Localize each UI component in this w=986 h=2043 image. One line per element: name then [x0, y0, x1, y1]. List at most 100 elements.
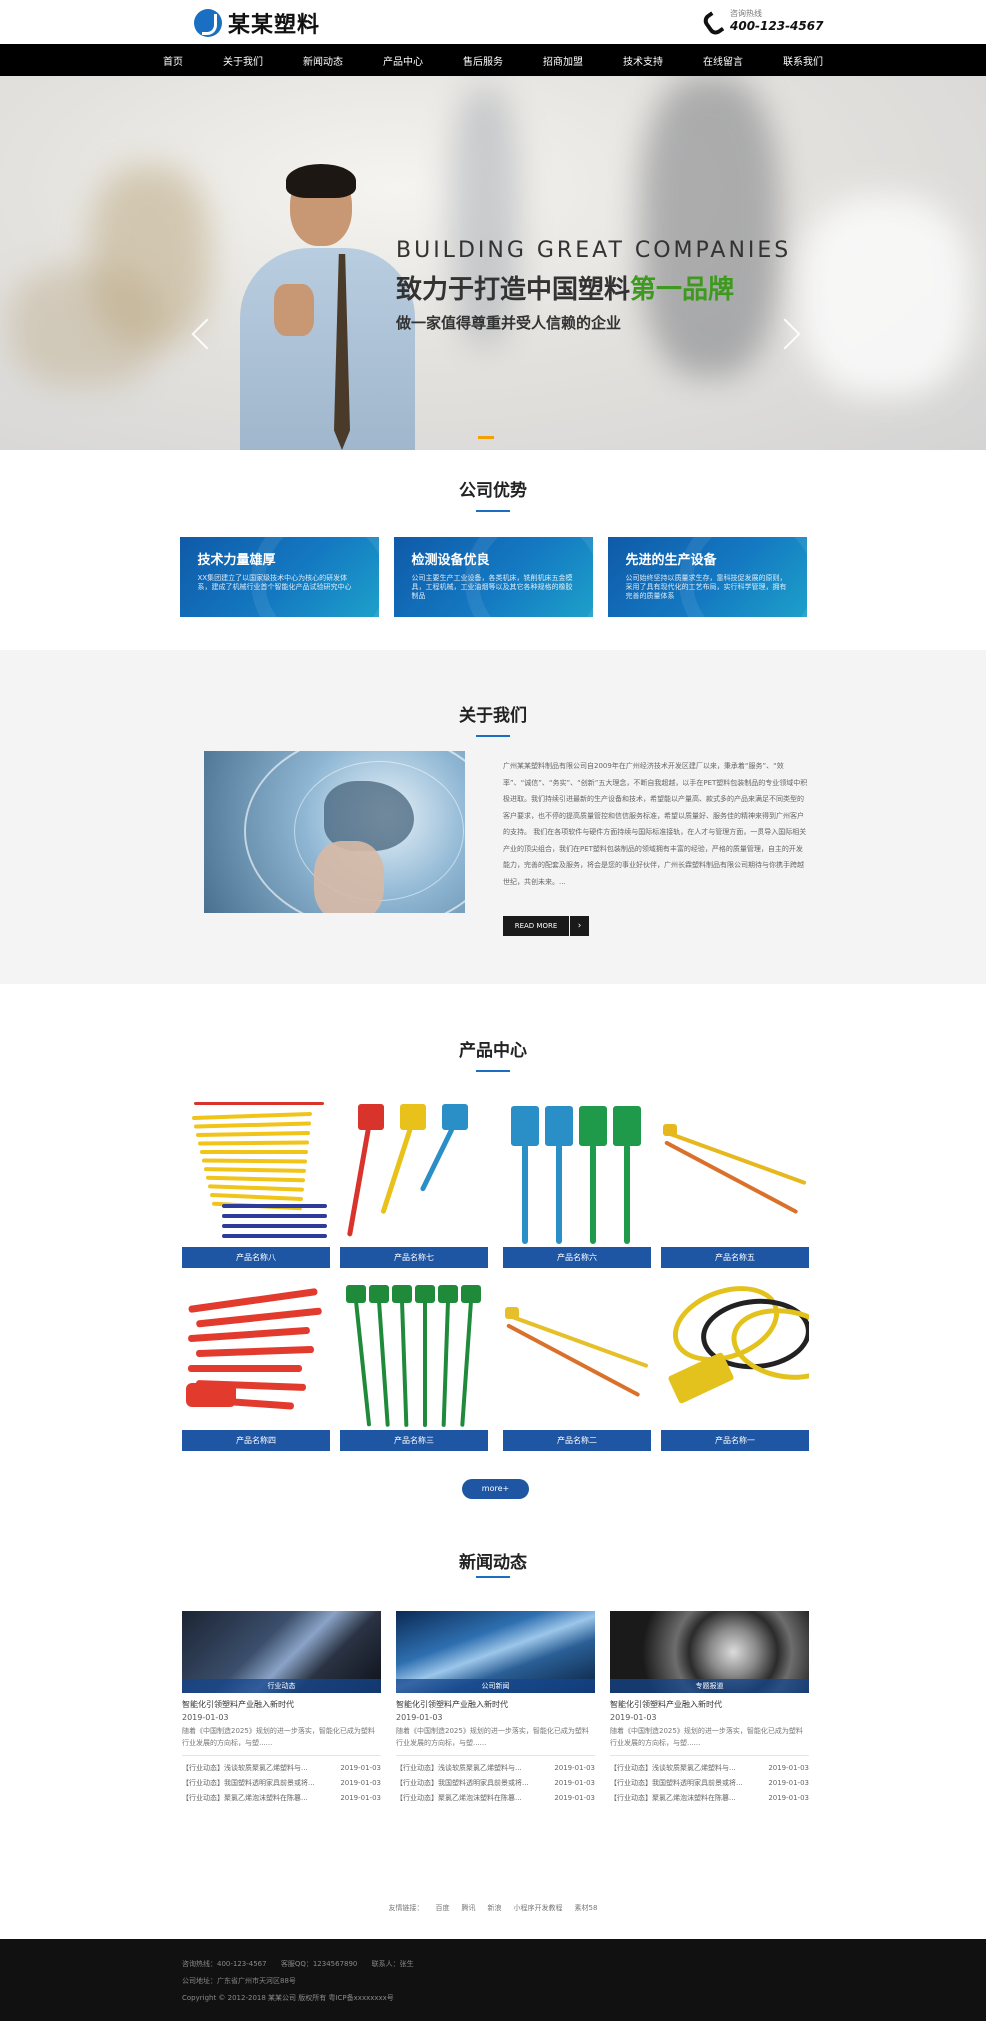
news-list-item[interactable]: 【行业动态】聚氯乙烯泡沫塑料在陈篡...2019-01-03	[610, 1794, 809, 1802]
slider-indicator[interactable]	[478, 436, 494, 439]
footer-hotline: 咨询热线：400-123-4567	[182, 1960, 267, 1968]
banner-english-title: BUILDING GREAT COMPANIES	[396, 238, 792, 263]
friend-link[interactable]: 小程序开发教程	[513, 1904, 563, 1912]
news-column: 专题报道 智能化引领塑料产业融入新时代 2019-01-03 随着《中国制造20…	[610, 1611, 809, 1806]
title-underline	[476, 735, 510, 737]
news-list-item[interactable]: 【行业动态】聚氯乙烯泡沫塑料在陈篡...2019-01-03	[182, 1794, 381, 1802]
news-list-item[interactable]: 【行业动态】浅谈软质聚氯乙烯塑料与...2019-01-03	[610, 1764, 809, 1772]
hotline-label: 咨询热线	[730, 9, 762, 18]
news-title: 新闻动态	[459, 1553, 527, 1573]
news-column: 公司新闻 智能化引领塑料产业融入新时代 2019-01-03 随着《中国制造20…	[396, 1611, 595, 1806]
product-image	[182, 1283, 330, 1430]
news-date: 2019-01-03	[182, 1713, 229, 1722]
logo-text: 某某塑料	[228, 13, 321, 38]
news-image[interactable]: 专题报道	[610, 1611, 809, 1693]
news-summary: 随着《中国制造2025》规划的进一步落实，智能化已成为塑料行业发展的方向标，与塑…	[182, 1727, 375, 1747]
read-more-button[interactable]: READ MORE ›	[503, 916, 589, 936]
product-name[interactable]: 产品名称六	[503, 1247, 651, 1268]
product-card[interactable]: 产品名称五	[661, 1100, 809, 1268]
nav-item-home[interactable]: 首页	[163, 56, 183, 68]
product-name[interactable]: 产品名称四	[182, 1430, 330, 1451]
news-image[interactable]: 行业动态	[182, 1611, 381, 1693]
hotline-number: 400-123-4567	[730, 19, 824, 33]
news-list-item[interactable]: 【行业动态】聚氯乙烯泡沫塑料在陈篡...2019-01-03	[396, 1794, 595, 1802]
news-image[interactable]: 公司新闻	[396, 1611, 595, 1693]
title-underline	[476, 1576, 510, 1578]
news-headline[interactable]: 智能化引领塑料产业融入新时代	[396, 1700, 508, 1709]
news-list-item[interactable]: 【行业动态】浅谈软质聚氯乙烯塑料与...2019-01-03	[396, 1764, 595, 1772]
friend-links: 友情链接： 百度 腾讯 新浪 小程序开发教程 素材58	[0, 1877, 986, 1939]
news-date: 2019-01-03	[396, 1713, 443, 1722]
nav-item-about[interactable]: 关于我们	[223, 56, 263, 68]
friend-link[interactable]: 素材58	[574, 1904, 598, 1912]
product-image	[503, 1100, 651, 1247]
advantages-title: 公司优势	[459, 481, 527, 501]
news-category[interactable]: 公司新闻	[396, 1679, 595, 1693]
product-name[interactable]: 产品名称三	[340, 1430, 488, 1451]
main-nav: 首页 关于我们 新闻动态 产品中心 售后服务 招商加盟 技术支持 在线留言 联系…	[0, 44, 986, 76]
news-date: 2019-01-03	[610, 1713, 657, 1722]
friend-link[interactable]: 腾讯	[461, 1904, 476, 1912]
nav-item-products[interactable]: 产品中心	[383, 56, 423, 68]
about-text: 广州某某塑料制品有限公司自2009年在广州经济技术开发区建厂以来，秉承着“服务”…	[503, 762, 808, 886]
logo[interactable]: 某某塑料	[194, 7, 320, 39]
footer-address: 公司地址：广东省广州市天河区88号	[182, 1977, 296, 1985]
about-image	[204, 751, 465, 913]
products-title: 产品中心	[459, 1041, 527, 1061]
product-name[interactable]: 产品名称五	[661, 1247, 809, 1268]
banner-subtitle: 做一家值得尊重并受人信赖的企业	[396, 314, 622, 332]
advantage-card[interactable]: 检测设备优良 公司主要生产工业设备，各类机床，铣削机床五金模具，工程机械，工业油…	[393, 537, 593, 617]
nav-item-franchise[interactable]: 招商加盟	[543, 56, 583, 68]
header: 某某塑料 咨询热线 400-123-4567	[0, 0, 986, 44]
news-headline[interactable]: 智能化引领塑料产业融入新时代	[610, 1700, 722, 1709]
product-card[interactable]: 产品名称七	[340, 1100, 488, 1268]
hotline: 咨询热线 400-123-4567	[704, 8, 823, 33]
product-card[interactable]: 产品名称三	[340, 1283, 488, 1451]
nav-item-support[interactable]: 技术支持	[623, 56, 663, 68]
product-image	[661, 1100, 809, 1247]
title-underline	[476, 510, 510, 512]
advantage-card-title: 技术力量雄厚	[197, 553, 276, 568]
about-section: 关于我们 广州某某塑料制品有限公司自2009年在广州经济技术开发区建厂以来，秉承…	[0, 650, 986, 984]
news-category[interactable]: 专题报道	[610, 1679, 809, 1693]
news-list-item[interactable]: 【行业动态】浅谈软质聚氯乙烯塑料与...2019-01-03	[182, 1764, 381, 1772]
nav-item-message[interactable]: 在线留言	[703, 56, 743, 68]
phone-icon	[704, 12, 722, 30]
product-card[interactable]: 产品名称四	[182, 1283, 330, 1451]
product-name[interactable]: 产品名称一	[661, 1430, 809, 1451]
product-image	[503, 1283, 651, 1430]
nav-item-news[interactable]: 新闻动态	[303, 56, 343, 68]
news-column: 行业动态 智能化引领塑料产业融入新时代 2019-01-03 随着《中国制造20…	[182, 1611, 381, 1806]
news-list-item[interactable]: 【行业动态】我国塑料透明家具前景或将...2019-01-03	[610, 1779, 809, 1787]
footer-copyright: Copyright © 2012-2018 某某公司 版权所有 粤ICP备xxx…	[182, 1994, 394, 2002]
product-card[interactable]: 产品名称二	[503, 1283, 651, 1451]
product-card[interactable]: 产品名称一	[661, 1283, 809, 1451]
more-products-button[interactable]: more+	[462, 1479, 529, 1499]
product-name[interactable]: 产品名称八	[182, 1247, 330, 1268]
product-card[interactable]: 产品名称八	[182, 1100, 330, 1268]
friend-link[interactable]: 百度	[435, 1904, 450, 1912]
news-summary: 随着《中国制造2025》规划的进一步落实，智能化已成为塑料行业发展的方向标，与塑…	[396, 1727, 589, 1747]
about-title: 关于我们	[459, 706, 527, 726]
news-list-item[interactable]: 【行业动态】我国塑料透明家具前景或将...2019-01-03	[396, 1779, 595, 1787]
friend-link[interactable]: 新浪	[487, 1904, 502, 1912]
product-card[interactable]: 产品名称六	[503, 1100, 651, 1268]
product-image	[661, 1283, 809, 1430]
advantage-card-desc: XX集团建立了以国家级技术中心为核心的研发体系，建成了机械行业首个智能化产品试验…	[197, 574, 352, 591]
news-headline[interactable]: 智能化引领塑料产业融入新时代	[182, 1700, 294, 1709]
advantage-card-title: 先进的生产设备	[625, 553, 717, 568]
advantage-card[interactable]: 先进的生产设备 公司始终坚持以质量求生存，靠科技促发展的原则，采用了具有现代化的…	[607, 537, 807, 617]
footer-contact-line: 咨询热线：400-123-4567 客服QQ：1234567890 联系人：张生	[182, 1956, 986, 1973]
product-name[interactable]: 产品名称二	[503, 1430, 651, 1451]
product-image	[182, 1100, 330, 1247]
nav-item-contact[interactable]: 联系我们	[783, 56, 823, 68]
product-name[interactable]: 产品名称七	[340, 1247, 488, 1268]
logo-icon	[194, 9, 222, 37]
advantage-card-desc: 公司始终坚持以质量求生存，靠科技促发展的原则，采用了具有现代化的工艺布局，实行科…	[625, 574, 787, 600]
news-category[interactable]: 行业动态	[182, 1679, 381, 1693]
banner-main-title: 致力于打造中国塑料第一品牌	[396, 275, 735, 305]
advantage-card[interactable]: 技术力量雄厚 XX集团建立了以国家级技术中心为核心的研发体系，建成了机械行业首个…	[179, 537, 379, 617]
news-list-item[interactable]: 【行业动态】我国塑料透明家具前景或将...2019-01-03	[182, 1779, 381, 1787]
footer-qq: 客服QQ：1234567890	[280, 1960, 358, 1968]
nav-item-service[interactable]: 售后服务	[463, 56, 503, 68]
